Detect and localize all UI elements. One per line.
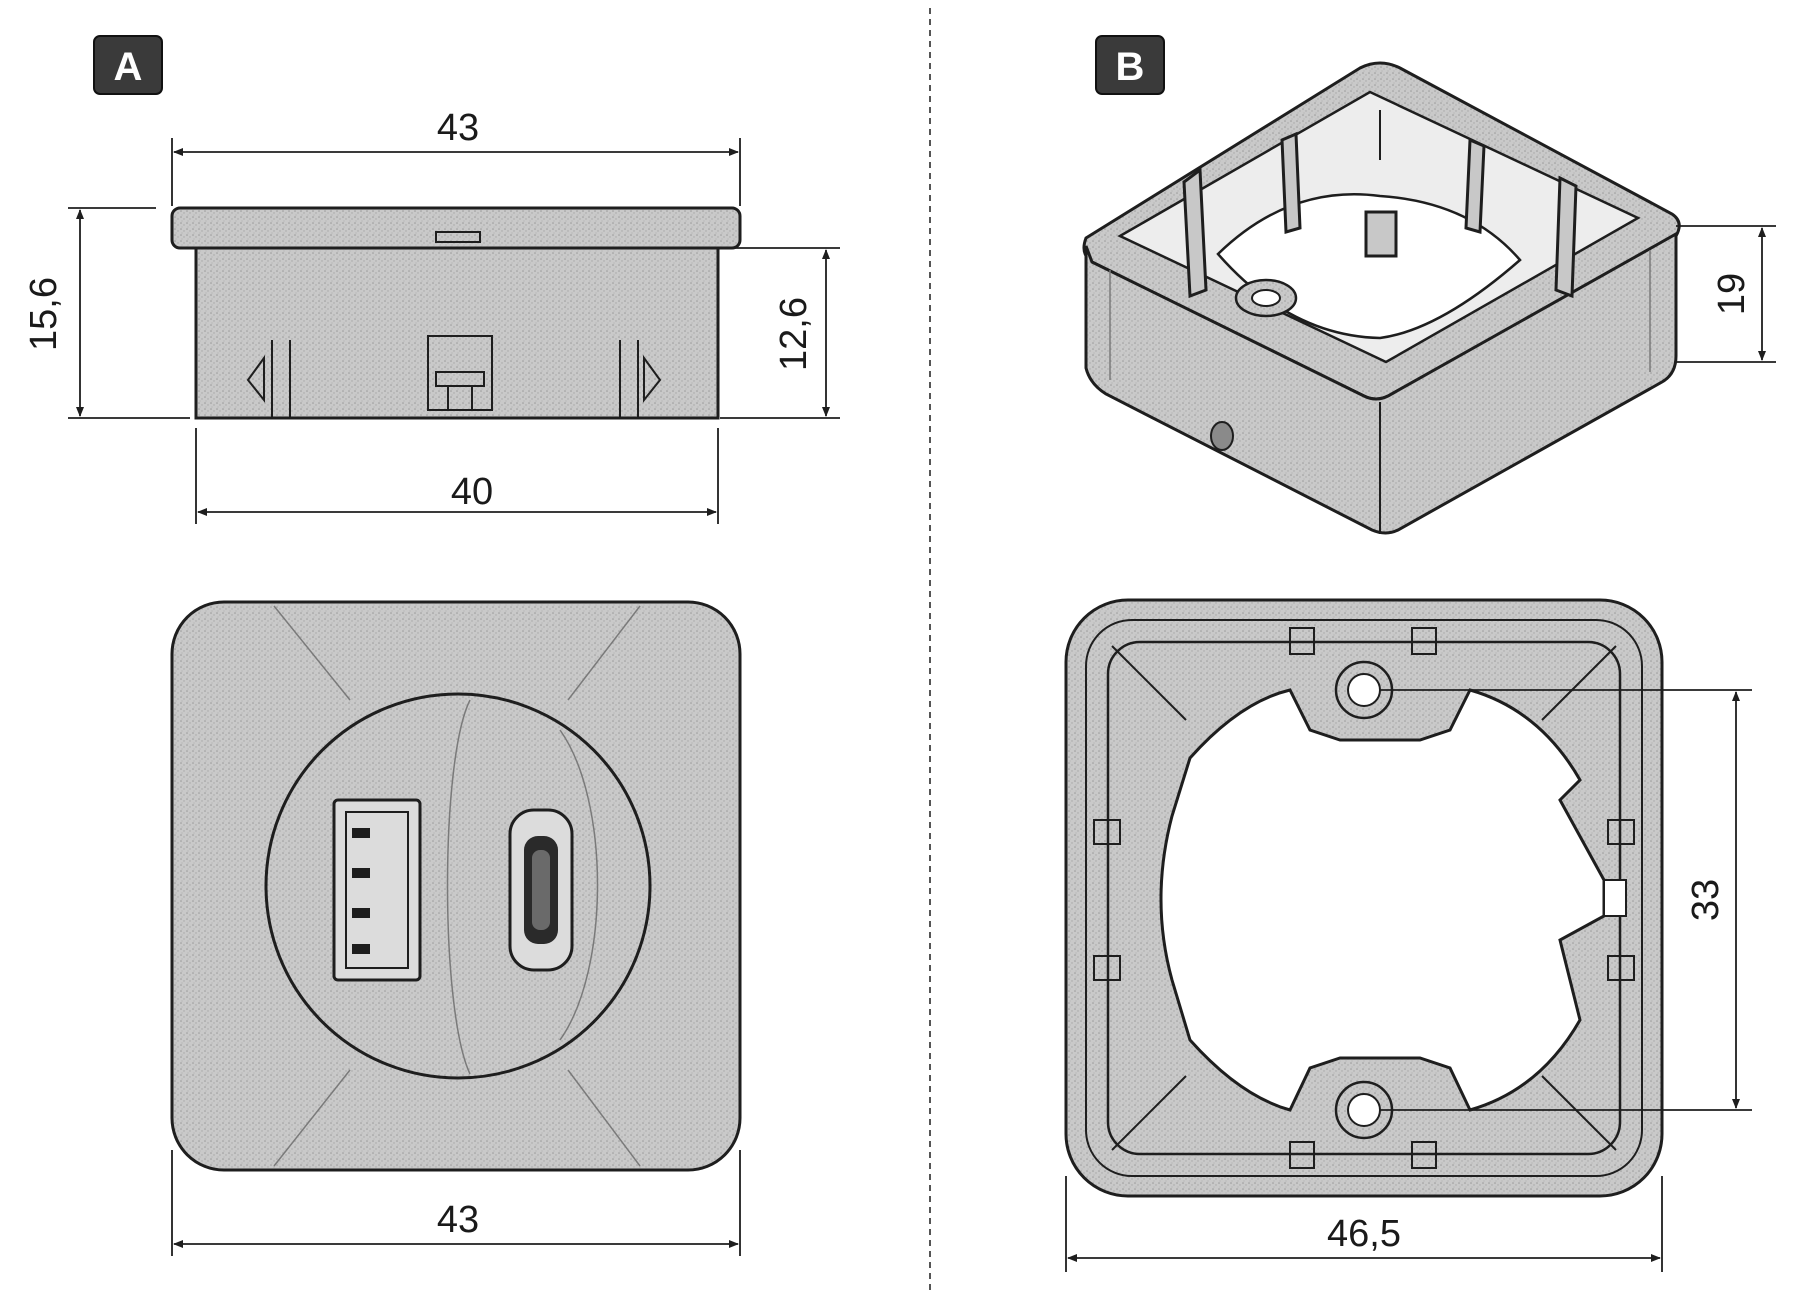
usb-a-port-icon bbox=[332, 798, 422, 982]
a-flange-notch bbox=[435, 231, 481, 243]
a-side-view bbox=[170, 206, 742, 420]
dim-b-hole-spacing: 33 bbox=[1380, 689, 1752, 1111]
dim-b-height: 19 bbox=[1676, 225, 1776, 363]
dim-a-top-width: 43 bbox=[171, 107, 741, 206]
a-left-clip bbox=[246, 340, 291, 418]
panel-b-label: B bbox=[1116, 45, 1145, 89]
panel-b-badge: B bbox=[1095, 35, 1165, 95]
dim-a-height-total: 15,6 bbox=[23, 207, 190, 419]
dim-b-hole-spacing-label: 33 bbox=[1685, 879, 1727, 921]
dim-a-height-body: 12,6 bbox=[720, 247, 840, 419]
dim-a-front-width-label: 43 bbox=[437, 1199, 479, 1241]
b-screw-hole-bottom-icon bbox=[1334, 1080, 1394, 1140]
b-isometric-frame bbox=[1082, 61, 1681, 535]
dim-a-front-width: 43 bbox=[171, 1150, 741, 1256]
dim-a-height-total-label: 15,6 bbox=[23, 277, 65, 351]
a-round-insert bbox=[264, 692, 652, 1080]
dim-b-width: 46,5 bbox=[1065, 1176, 1663, 1272]
dim-b-height-label: 19 bbox=[1711, 273, 1753, 315]
a-side-body bbox=[194, 246, 720, 420]
a-front-view bbox=[170, 600, 742, 1172]
a-center-tab bbox=[427, 335, 493, 411]
panel-a-badge: A bbox=[93, 35, 163, 95]
usb-c-port-icon bbox=[508, 808, 574, 972]
dim-a-top-width-label: 43 bbox=[437, 107, 479, 149]
dim-a-body-width-label: 40 bbox=[451, 471, 493, 513]
b-top-view bbox=[1064, 598, 1664, 1198]
panel-a-label: A bbox=[114, 45, 143, 89]
b-center-opening bbox=[1159, 688, 1606, 1112]
dim-b-width-label: 46,5 bbox=[1327, 1213, 1401, 1255]
a-right-clip bbox=[619, 340, 662, 418]
dim-a-height-body-label: 12,6 bbox=[773, 297, 815, 371]
b-screw-hole-top-icon bbox=[1334, 660, 1394, 720]
dim-a-body-width: 40 bbox=[195, 428, 719, 524]
